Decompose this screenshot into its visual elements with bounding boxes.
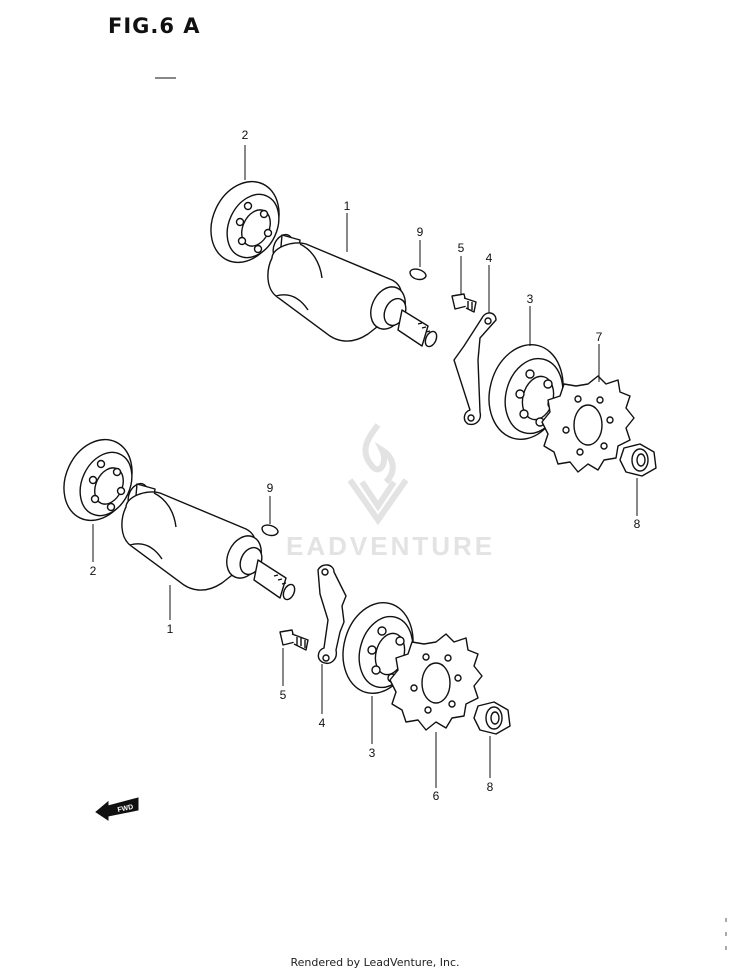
callout-top-9: 9 [417,225,424,239]
watermark-text: EADVENTURE [286,531,495,561]
callout-bottom-3: 3 [369,746,376,760]
callout-bottom-2: 2 [90,564,97,578]
callout-top-7: 7 [596,330,603,344]
bottom-bearing-2 [63,438,133,522]
callout-bottom-4: 4 [319,716,326,730]
top-bearing-2 [210,180,280,264]
callout-bottom-1: 1 [167,622,174,636]
callout-bottom-8: 8 [487,780,494,794]
bottom-plate-hole [321,568,329,576]
callout-bottom-6: 6 [433,789,440,803]
callout-top-2: 2 [242,128,249,142]
top-nut-8 [619,443,657,477]
callout-top-4: 4 [486,251,493,265]
top-bearing-3 [488,344,564,440]
fwd-label: FWD [117,804,134,814]
bottom-leader-lines [92,496,491,788]
bottom-plate-hole [322,654,330,662]
top-plate-hole [467,414,475,422]
callout-top-5: 5 [458,241,465,255]
bottom-balancer-shaft-1 [121,482,296,601]
callout-top-3: 3 [527,292,534,306]
bottom-assembly [63,438,511,788]
fwd-arrow-icon: FWD [95,797,139,821]
top-leader-lines [244,145,638,516]
top-balancer-shaft-1 [267,233,438,348]
figure-title: FIG.6 A [108,14,201,38]
top-sprocket-7 [541,375,635,473]
callout-bottom-9: 9 [267,481,274,495]
callout-bottom-5: 5 [280,688,287,702]
footer-credit: Rendered by LeadVenture, Inc. [290,956,460,969]
top-assembly [210,145,657,516]
bottom-woodruff-key-9 [261,524,279,537]
bottom-lock-plate-4 [317,564,347,664]
bottom-nut-8 [473,701,511,735]
top-lock-plate-4 [453,312,497,426]
top-bolt-5 [451,293,477,313]
top-woodruff-key-9 [409,268,427,281]
watermark-logo [347,423,409,526]
bottom-sprocket-6 [389,633,483,731]
callout-top-1: 1 [344,199,351,213]
top-plate-hole [484,317,492,325]
bottom-bolt-5 [279,629,309,651]
callout-top-8: 8 [634,517,641,531]
